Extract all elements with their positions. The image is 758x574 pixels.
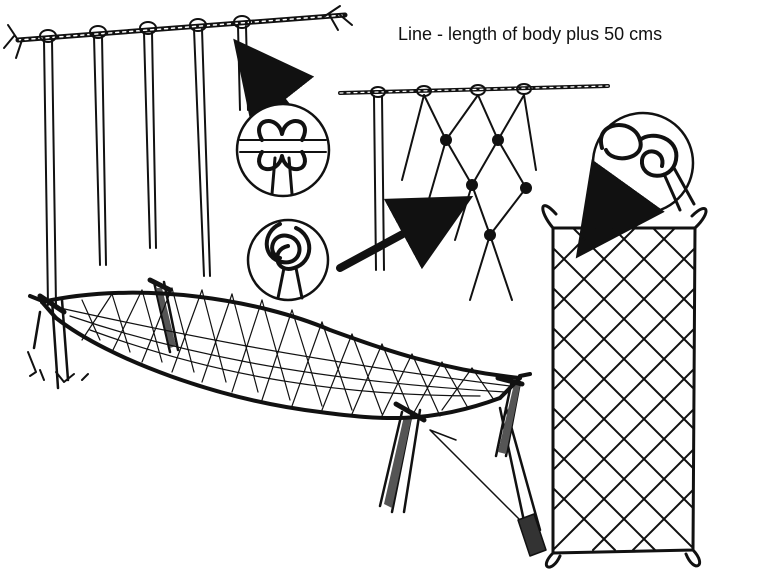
- finished-net-panel: [543, 206, 706, 567]
- knot-inset-2: [248, 220, 328, 300]
- netting-rope-group: [340, 84, 608, 300]
- hanging-lines: [40, 16, 250, 305]
- arrow-up-to-knot: [258, 70, 288, 108]
- net-stretcher-bed: [28, 280, 546, 556]
- knot-inset-1: [237, 104, 329, 196]
- arrow-to-netting: [340, 215, 438, 268]
- rope-1: [4, 6, 352, 58]
- netting-mesh: [371, 84, 536, 300]
- bed-frame: [42, 293, 520, 418]
- caption-line-length: Line - length of body plus 50 cms: [398, 24, 662, 45]
- bed-netting: [60, 288, 510, 416]
- knot-inset-3: [593, 113, 694, 213]
